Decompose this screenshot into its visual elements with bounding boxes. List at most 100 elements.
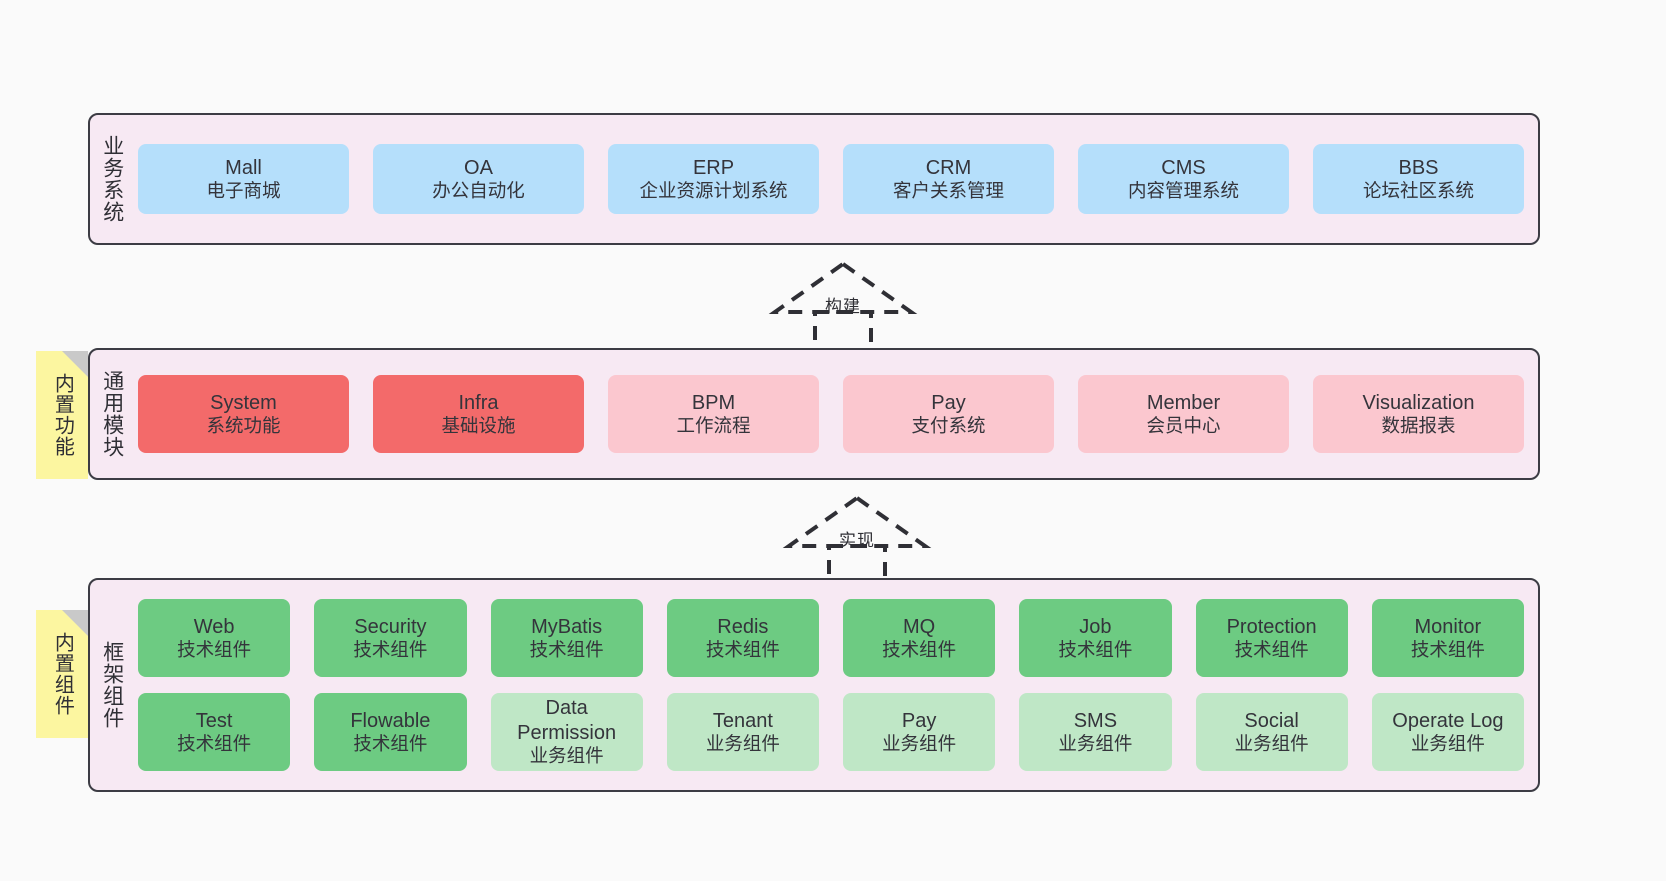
component-subtitle: 技术组件 [882, 638, 957, 660]
module-card-infra[interactable]: Infra 基础设施 [373, 375, 584, 453]
component-card-monitor[interactable]: Monitor 技术组件 [1371, 599, 1524, 677]
component-subtitle: 业务组件 [882, 732, 957, 754]
module-card-cms[interactable]: CMS 内容管理系统 [1078, 144, 1289, 214]
component-subtitle: 技术组件 [1410, 638, 1485, 660]
module-subtitle: 工作流程 [676, 414, 751, 436]
module-name: BPM [691, 391, 736, 414]
component-card-test[interactable]: Test 技术组件 [138, 693, 291, 771]
component-subtitle: 技术组件 [177, 732, 252, 754]
component-name: Security [354, 615, 427, 638]
component-name: Social [1244, 709, 1299, 732]
component-name: MQ [903, 615, 936, 638]
component-card-mybatis[interactable]: MyBatis 技术组件 [490, 599, 643, 677]
layer-body-framework: Web 技术组件 Security 技术组件 MyBatis 技术组件 Redi… [134, 580, 1538, 790]
module-subtitle: 系统功能 [206, 414, 281, 436]
module-name: Infra [458, 391, 499, 414]
layer-title-framework: 框架组件 [100, 641, 124, 729]
module-subtitle: 电子商城 [206, 179, 281, 201]
arrowhead-triangle-icon [768, 261, 918, 314]
module-card-bbs[interactable]: BBS 论坛社区系统 [1313, 144, 1524, 214]
layer-body-common: System 系统功能 Infra 基础设施 BPM 工作流程 Pay 支付系统… [134, 350, 1538, 478]
component-name: Web [193, 615, 235, 638]
sticky-note-label: 内置组件 [51, 632, 74, 716]
component-subtitle: 技术组件 [1058, 638, 1133, 660]
module-subtitle: 内容管理系统 [1127, 179, 1239, 201]
module-card-visualization[interactable]: Visualization 数据报表 [1313, 375, 1524, 453]
module-name: ERP [692, 156, 735, 179]
component-card-flowable[interactable]: Flowable 技术组件 [314, 693, 467, 771]
module-subtitle: 企业资源计划系统 [639, 179, 788, 201]
module-card-system[interactable]: System 系统功能 [138, 375, 349, 453]
layer-framework-component[interactable]: 框架组件 Web 技术组件 Security 技术组件 MyBatis 技术组件… [88, 578, 1540, 792]
module-card-mall[interactable]: Mall 电子商城 [138, 144, 349, 214]
module-subtitle: 支付系统 [911, 414, 986, 436]
module-subtitle: 会员中心 [1146, 414, 1221, 436]
component-subtitle: 业务组件 [1234, 732, 1309, 754]
cell-row: Web 技术组件 Security 技术组件 MyBatis 技术组件 Redi… [138, 599, 1524, 677]
module-subtitle: 论坛社区系统 [1362, 179, 1474, 201]
component-card-redis[interactable]: Redis 技术组件 [666, 599, 819, 677]
component-subtitle: 业务组件 [705, 732, 780, 754]
module-card-erp[interactable]: ERP 企业资源计划系统 [608, 144, 819, 214]
component-subtitle: 技术组件 [177, 638, 252, 660]
module-name: BBS [1398, 156, 1439, 179]
component-name: Monitor [1414, 615, 1482, 638]
component-name: Protection [1226, 615, 1317, 638]
component-card-operate-log[interactable]: Operate Log 业务组件 [1371, 693, 1524, 771]
component-card-tenant[interactable]: Tenant 业务组件 [666, 693, 819, 771]
module-name: Member [1146, 391, 1221, 414]
connector-realize: 实现 [772, 490, 942, 590]
module-card-oa[interactable]: OA 办公自动化 [373, 144, 584, 214]
component-name: Job [1079, 615, 1112, 638]
sticky-note-builtin-function[interactable]: 内置功能 [36, 351, 88, 479]
module-name: Visualization [1362, 391, 1475, 414]
component-subtitle: 业务组件 [1058, 732, 1133, 754]
layer-common-module[interactable]: 通用模块 System 系统功能 Infra 基础设施 BPM 工作流程 Pay… [88, 348, 1540, 480]
component-name: MyBatis [531, 615, 603, 638]
module-subtitle: 办公自动化 [432, 179, 525, 201]
layer-title-business: 业务系统 [100, 135, 124, 223]
component-name: SMS [1073, 709, 1118, 732]
layer-title-common: 通用模块 [100, 370, 124, 458]
cell-row: System 系统功能 Infra 基础设施 BPM 工作流程 Pay 支付系统… [138, 375, 1524, 453]
module-subtitle: 客户关系管理 [892, 179, 1004, 201]
component-card-mq[interactable]: MQ 技术组件 [843, 599, 996, 677]
module-name: System [210, 391, 277, 414]
module-name: CMS [1161, 156, 1206, 179]
component-name: Operate Log [1392, 709, 1504, 732]
component-name: Redis [717, 615, 769, 638]
component-name: Tenant [712, 709, 773, 732]
sticky-note-label: 内置功能 [51, 373, 74, 457]
module-subtitle: 基础设施 [441, 414, 516, 436]
component-card-security[interactable]: Security 技术组件 [314, 599, 467, 677]
component-subtitle: 技术组件 [529, 638, 604, 660]
component-subtitle: 技术组件 [1234, 638, 1309, 660]
module-card-bpm[interactable]: BPM 工作流程 [608, 375, 819, 453]
component-card-sms[interactable]: SMS 业务组件 [1019, 693, 1172, 771]
module-card-member[interactable]: Member 会员中心 [1078, 375, 1289, 453]
component-card-protection[interactable]: Protection 技术组件 [1195, 599, 1348, 677]
component-card-pay[interactable]: Pay 业务组件 [843, 693, 996, 771]
arrowhead-triangle-icon [782, 495, 932, 548]
module-name: CRM [925, 156, 972, 179]
component-name: Test [195, 709, 233, 732]
component-subtitle: 业务组件 [1410, 732, 1485, 754]
cell-row: Test 技术组件 Flowable 技术组件 Data Permission … [138, 693, 1524, 771]
component-subtitle: 业务组件 [529, 745, 604, 767]
note-fold-corner-icon [62, 351, 88, 377]
layer-business-system[interactable]: 业务系统 Mall 电子商城 OA 办公自动化 ERP 企业资源计划系统 CRM… [88, 113, 1540, 245]
cell-row: Mall 电子商城 OA 办公自动化 ERP 企业资源计划系统 CRM 客户关系… [138, 144, 1524, 214]
component-card-web[interactable]: Web 技术组件 [138, 599, 291, 677]
component-card-social[interactable]: Social 业务组件 [1195, 693, 1348, 771]
sticky-note-builtin-component[interactable]: 内置组件 [36, 610, 88, 738]
module-card-pay[interactable]: Pay 支付系统 [843, 375, 1054, 453]
module-card-crm[interactable]: CRM 客户关系管理 [843, 144, 1054, 214]
note-fold-corner-icon [62, 610, 88, 636]
module-subtitle: 数据报表 [1381, 414, 1456, 436]
component-card-job[interactable]: Job 技术组件 [1019, 599, 1172, 677]
component-card-data-permission[interactable]: Data Permission 业务组件 [490, 693, 643, 771]
component-subtitle: 技术组件 [353, 732, 428, 754]
module-name: Mall [225, 156, 262, 179]
connector-build: 构建 [758, 256, 928, 356]
